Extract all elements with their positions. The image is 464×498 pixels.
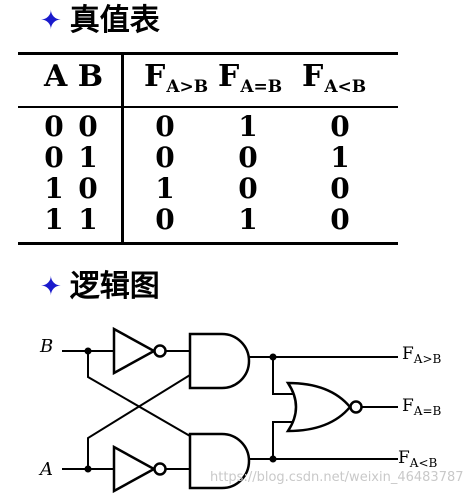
header-f-a-gt-b: FA>B bbox=[144, 59, 209, 97]
nor-bubble bbox=[349, 400, 363, 414]
cell-b: 0 bbox=[78, 110, 98, 143]
wire-lt-to-nor bbox=[272, 421, 296, 459]
cell-f-lt: 0 bbox=[330, 110, 350, 143]
blue-star-icon: ✦ bbox=[40, 272, 62, 302]
table-header-rule bbox=[18, 106, 398, 108]
nor-gate bbox=[285, 381, 352, 433]
table-row: 1 1 0 1 0 bbox=[18, 205, 398, 235]
output-label-f-eq: FA=B bbox=[402, 396, 442, 418]
not-bubble bbox=[153, 344, 167, 358]
cell-a: 1 bbox=[44, 203, 64, 236]
not-gate-a bbox=[112, 444, 157, 494]
watermark: https://blog.csdn.net/weixin_46483787 bbox=[210, 470, 464, 485]
cell-f-gt: 0 bbox=[155, 110, 175, 143]
input-b-label: B bbox=[40, 336, 54, 357]
cell-b: 0 bbox=[78, 172, 98, 205]
header-inputs: A B bbox=[44, 59, 104, 94]
logic-diagram-heading: ✦ 逻辑图 bbox=[40, 272, 160, 302]
cell-a: 0 bbox=[44, 110, 64, 143]
cell-b: 1 bbox=[78, 203, 98, 236]
truth-table-heading: ✦ 真值表 bbox=[40, 6, 160, 36]
not-bubble bbox=[153, 462, 167, 476]
wire-gt-to-nor bbox=[272, 357, 296, 395]
logic-diagram-title: 逻辑图 bbox=[69, 269, 160, 304]
cell-f-eq: 0 bbox=[238, 141, 258, 174]
table-row: 0 0 0 1 0 bbox=[18, 112, 398, 142]
output-label-f-gt: FA>B bbox=[402, 344, 442, 366]
header-f-a-eq-b: FA=B bbox=[218, 59, 283, 97]
cell-f-eq: 0 bbox=[238, 172, 258, 205]
junction-dot bbox=[84, 465, 92, 473]
cell-b: 1 bbox=[78, 141, 98, 174]
header-f-a-lt-b: FA<B bbox=[302, 59, 367, 97]
table-row: 0 1 0 0 1 bbox=[18, 143, 398, 173]
cell-f-gt: 0 bbox=[155, 141, 175, 174]
table-bottom-rule bbox=[18, 242, 398, 245]
cell-a: 0 bbox=[44, 141, 64, 174]
and-gate-top bbox=[188, 332, 251, 390]
not-gate-b bbox=[112, 326, 157, 376]
cell-f-eq: 1 bbox=[238, 203, 258, 236]
cell-f-lt: 0 bbox=[330, 203, 350, 236]
junction-dot bbox=[84, 347, 92, 355]
cell-f-gt: 0 bbox=[155, 203, 175, 236]
cell-f-lt: 1 bbox=[330, 141, 350, 174]
input-a-label: A bbox=[40, 459, 53, 480]
cell-a: 1 bbox=[44, 172, 64, 205]
table-top-rule bbox=[18, 52, 398, 55]
cell-f-eq: 1 bbox=[238, 110, 258, 143]
truth-table: A B FA>B FA=B FA<B 0 0 0 1 0 0 1 0 0 1 1… bbox=[18, 52, 398, 246]
truth-table-title: 真值表 bbox=[69, 3, 160, 38]
table-column-divider bbox=[121, 52, 124, 245]
wire-b-cross bbox=[87, 351, 191, 437]
and-gate-bottom bbox=[188, 432, 251, 490]
blue-star-icon: ✦ bbox=[40, 6, 62, 36]
cell-f-lt: 0 bbox=[330, 172, 350, 205]
cell-f-gt: 1 bbox=[155, 172, 175, 205]
logic-diagram bbox=[62, 326, 398, 494]
output-label-f-lt: FA<B bbox=[398, 448, 438, 470]
wire-a-cross bbox=[87, 374, 191, 469]
table-row: 1 0 1 0 0 bbox=[18, 174, 398, 204]
